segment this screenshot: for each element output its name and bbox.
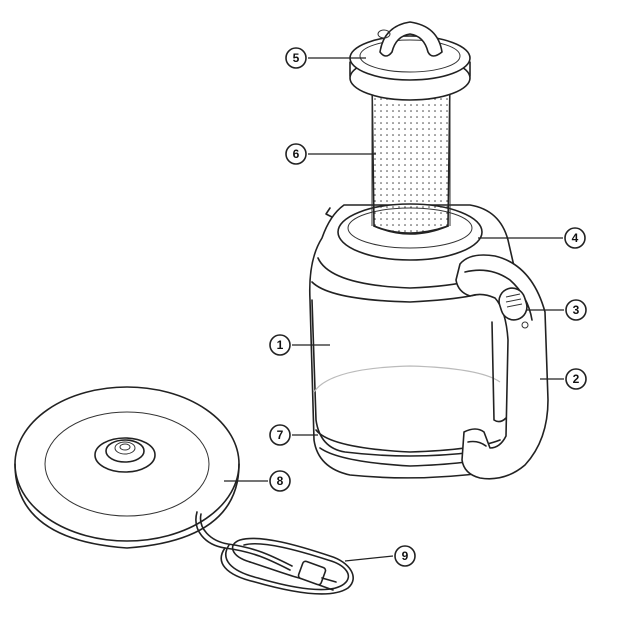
callout-9-label: 9 bbox=[402, 549, 409, 563]
callout-9: 9 bbox=[394, 545, 416, 567]
power-base bbox=[14, 386, 240, 549]
leader-lines bbox=[224, 57, 564, 562]
callout-6-label: 6 bbox=[293, 147, 300, 161]
callout-1-label: 1 bbox=[277, 338, 284, 352]
kettle bbox=[308, 203, 549, 480]
infuser-lid bbox=[349, 21, 471, 101]
callout-7: 7 bbox=[269, 424, 291, 446]
callout-7-label: 7 bbox=[277, 428, 284, 442]
callout-3-label: 3 bbox=[573, 303, 580, 317]
callout-8-label: 8 bbox=[277, 474, 284, 488]
callout-5-label: 5 bbox=[293, 51, 300, 65]
callout-6: 6 bbox=[285, 143, 307, 165]
callout-5: 5 bbox=[285, 47, 307, 69]
power-switch bbox=[498, 287, 529, 329]
callout-3: 3 bbox=[565, 299, 587, 321]
callout-1: 1 bbox=[269, 334, 291, 356]
power-cord bbox=[195, 511, 354, 595]
tea-infuser bbox=[371, 79, 451, 235]
callout-2: 2 bbox=[565, 368, 587, 390]
callout-2-label: 2 bbox=[573, 372, 580, 386]
callout-8: 8 bbox=[269, 470, 291, 492]
callout-4: 4 bbox=[564, 227, 586, 249]
callout-4-label: 4 bbox=[572, 231, 579, 245]
